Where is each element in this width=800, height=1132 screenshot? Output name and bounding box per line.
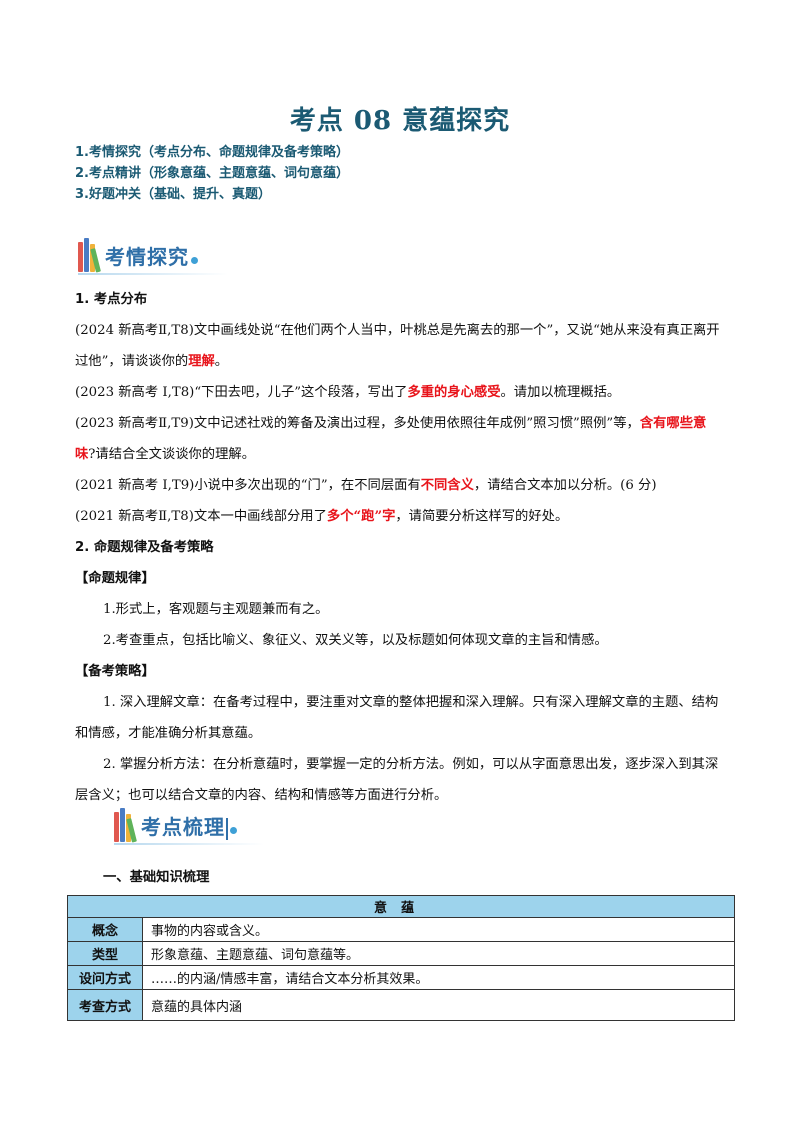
exam-item: (2021 新高考 I,T9)小说中多次出现的“门”，在不同层面有不同含义，请结…	[75, 478, 657, 493]
strategy-label: 【备考策略】	[75, 664, 155, 679]
row-label: 考查方式	[67, 989, 143, 1021]
section-heading: 一、基础知识梳理	[103, 870, 210, 885]
table-row: 设问方式 ……的内涵/情感丰富，请结合文本分析其效果。	[67, 965, 735, 990]
row-value: 事物的内容或含义。	[142, 917, 735, 942]
table-row: 考查方式 意蕴的具体内涵	[67, 989, 735, 1021]
table-row: 类型 形象意蕴、主题意蕴、词句意蕴等。	[67, 941, 735, 966]
row-label: 设问方式	[67, 965, 143, 990]
table-header-row: 意蕴	[67, 895, 735, 918]
table-row: 概念 事物的内容或含义。	[67, 917, 735, 942]
table-header: 意蕴	[67, 895, 735, 918]
knowledge-table: 意蕴 概念 事物的内容或含义。 类型 形象意蕴、主题意蕴、词句意蕴等。 设问方式…	[67, 895, 735, 1021]
dot-icon	[230, 827, 237, 834]
rule-item: 1.形式上，客观题与主观题兼而有之。	[103, 602, 329, 617]
toc-item: 1.考情探究（考点分布、命题规律及备考策略）	[75, 145, 349, 160]
toc-item: 2.考点精讲（形象意蕴、主题意蕴、词句意蕴）	[75, 166, 349, 181]
section-heading: 2. 命题规律及备考策略	[75, 540, 214, 555]
exam-item: (2023 新高考 I,T8)“下田去吧，儿子”这个段落，写出了多重的身心感受。…	[75, 385, 621, 400]
row-label: 概念	[67, 917, 143, 942]
books-icon	[78, 238, 101, 273]
section-heading: 1. 考点分布	[75, 292, 148, 307]
section-banner-knowledge: 考点梳理	[114, 806, 264, 845]
banner-title: 考点梳理	[141, 815, 225, 839]
rule-item: 2.考查重点，包括比喻义、象征义、双关义等，以及标题如何体现文章的主旨和情感。	[103, 633, 608, 648]
row-value: 意蕴的具体内涵	[142, 989, 735, 1021]
strategy-item: 1. 深入理解文章：在备考过程中，要注重对文章的整体把握和深入理解。只有深入理解…	[75, 695, 719, 741]
books-icon	[114, 808, 137, 843]
strategy-item: 2. 掌握分析方法：在分析意蕴时，要掌握一定的分析方法。例如，可以从字面意思出发…	[75, 757, 719, 803]
page-title: 考点 08 意蕴探究	[289, 106, 511, 136]
dot-icon	[191, 257, 198, 264]
toc-item: 3.好题冲关（基础、提升、真题）	[75, 187, 271, 202]
row-label: 类型	[67, 941, 143, 966]
row-value: 形象意蕴、主题意蕴、词句意蕴等。	[142, 941, 735, 966]
row-value: ……的内涵/情感丰富，请结合文本分析其效果。	[142, 965, 735, 990]
exam-item: (2023 新高考Ⅱ,T9)文中记述社戏的筹备及演出过程，多处使用依照往年成例”…	[75, 416, 707, 462]
rule-label: 【命题规律】	[75, 571, 155, 586]
table-of-contents: 1.考情探究（考点分布、命题规律及备考策略） 2.考点精讲（形象意蕴、主题意蕴、…	[75, 142, 349, 205]
section-exam-distribution: 1. 考点分布 (2024 新高考Ⅱ,T8)文中画线处说“在他们两个人当中，叶桃…	[75, 284, 725, 811]
section-banner-exam-analysis: 考情探究	[78, 236, 228, 275]
banner-title: 考情探究	[105, 245, 189, 269]
exam-item: (2021 新高考Ⅱ,T8)文本一中画线部分用了多个“跑”字，请简要分析这样写的…	[75, 509, 569, 524]
exam-item: (2024 新高考Ⅱ,T8)文中画线处说“在他们两个人当中，叶桃总是先离去的那一…	[75, 323, 720, 369]
